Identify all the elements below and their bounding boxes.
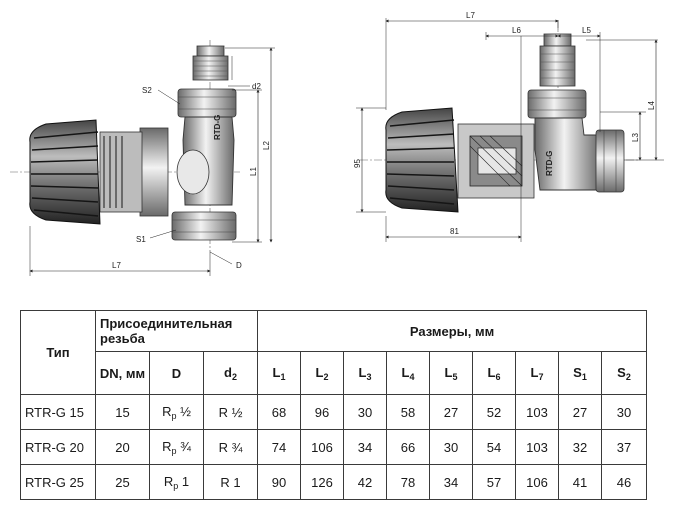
cell-d2: R 1 <box>202 464 259 500</box>
cell-s1: 27 <box>558 394 603 430</box>
cell-l6: 52 <box>472 394 517 430</box>
cell-d2: R ¾ <box>202 429 259 465</box>
dim-l6: L6 <box>512 26 521 35</box>
cell-l6: 54 <box>472 429 517 465</box>
cell-l7: 106 <box>515 464 560 500</box>
header-l3: L3 <box>343 351 388 395</box>
cell-s1: 32 <box>558 429 603 465</box>
cell-l2: 106 <box>300 429 345 465</box>
cell-l4: 78 <box>386 464 431 500</box>
header-l5: L5 <box>429 351 474 395</box>
dim-l1: L1 <box>249 167 258 176</box>
valve-right: RTD-G L7 L6 <box>353 11 664 242</box>
cell-l4: 66 <box>386 429 431 465</box>
header-l2: L2 <box>300 351 345 395</box>
cell-l3: 42 <box>343 464 388 500</box>
left-body-marking: RTD-G <box>213 115 222 140</box>
cell-l3: 30 <box>343 394 388 430</box>
cell-type: RTR-G 20 <box>20 429 96 465</box>
dim-d: D <box>236 261 242 270</box>
cell-d: Rp 1 <box>149 464 204 500</box>
valve-drawings: RTD-G L1 L2 d2 S2 S1 <box>10 11 664 276</box>
cell-l5: 34 <box>429 464 474 500</box>
dim-s1: S1 <box>136 235 146 244</box>
header-l4: L4 <box>386 351 431 395</box>
dim-d2: d2 <box>252 82 261 91</box>
cell-l5: 27 <box>429 394 474 430</box>
cell-s2: 30 <box>601 394 648 430</box>
table-row: RTR-G 15 15 Rp ½ R ½ 68 96 30 58 27 52 1… <box>20 394 648 430</box>
cell-l1: 68 <box>257 394 302 430</box>
dim-l4: L4 <box>647 101 656 110</box>
header-dimensions: Размеры, мм <box>257 310 648 352</box>
dim-s2: S2 <box>142 86 152 95</box>
header-type: Тип <box>20 310 96 395</box>
cell-l2: 126 <box>300 464 345 500</box>
table-row: RTR-G 20 20 Rp ¾ R ¾ 74 106 34 66 30 54 … <box>20 429 648 465</box>
cell-l7: 103 <box>515 429 560 465</box>
cell-l7: 103 <box>515 394 560 430</box>
cell-d: Rp ½ <box>149 394 204 430</box>
dim-l7-right: L7 <box>466 11 475 20</box>
cell-d2: R ½ <box>202 394 259 430</box>
cell-l5: 30 <box>429 429 474 465</box>
dim-95: 95 <box>353 159 362 168</box>
header-s2: S2 <box>601 351 648 395</box>
valve-left: RTD-G L1 L2 d2 S2 S1 <box>10 40 275 276</box>
header-l1: L1 <box>257 351 302 395</box>
cell-l4: 58 <box>386 394 431 430</box>
dim-l5: L5 <box>582 26 591 35</box>
cell-dn: 15 <box>95 394 150 430</box>
cell-s2: 46 <box>601 464 648 500</box>
dim-81: 81 <box>450 227 459 236</box>
dim-l7-left: L7 <box>112 261 121 270</box>
dim-l2: L2 <box>262 141 271 150</box>
header-d: D <box>149 351 204 395</box>
cell-l2: 96 <box>300 394 345 430</box>
cell-dn: 20 <box>95 429 150 465</box>
cell-d: Rp ¾ <box>149 429 204 465</box>
header-l6: L6 <box>472 351 517 395</box>
cell-l3: 34 <box>343 429 388 465</box>
header-d2: d2 <box>202 351 259 395</box>
cell-s1: 41 <box>558 464 603 500</box>
dim-l3: L3 <box>631 133 640 142</box>
right-body-marking: RTD-G <box>545 151 554 176</box>
header-l7: L7 <box>515 351 560 395</box>
header-dn: DN, мм <box>95 351 150 395</box>
spec-table: Тип Присоединительная резьба Размеры, мм… <box>20 310 648 500</box>
cell-type: RTR-G 15 <box>20 394 96 430</box>
cell-l6: 57 <box>472 464 517 500</box>
cell-dn: 25 <box>95 464 150 500</box>
cell-type: RTR-G 25 <box>20 464 96 500</box>
cell-s2: 37 <box>601 429 648 465</box>
header-connection: Присоединительная резьба <box>94 310 259 352</box>
cell-l1: 90 <box>257 464 302 500</box>
header-s1: S1 <box>558 351 603 395</box>
table-row: RTR-G 25 25 Rp 1 R 1 90 126 42 78 34 57 … <box>20 464 648 500</box>
cell-l1: 74 <box>257 429 302 465</box>
